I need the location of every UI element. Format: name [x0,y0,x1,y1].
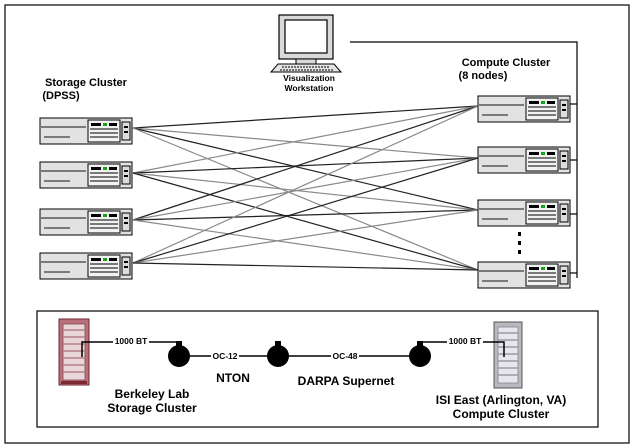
isi-east-label: ISI East (Arlington, VA) [436,393,566,407]
compute-server-icon-4 [477,261,571,289]
mesh-link [132,157,479,174]
mesh-link [132,219,479,271]
router-icon-nton [267,341,289,367]
compute-cluster-title: Compute Cluster [462,57,551,69]
darpa-supernet-label: DARPA Supernet [298,374,395,388]
dpss-server-tower-icon [58,318,90,386]
compute-bus [350,41,578,278]
mesh-link [132,209,479,221]
compute-cluster-subtitle: (8 nodes) [459,70,508,82]
mesh-link [132,105,479,174]
mesh-link [132,127,479,211]
link-label-left-1000bt: 1000 BT [115,336,148,346]
compute-server-icon-1 [477,95,571,123]
mesh-link [132,105,479,129]
compute-server-icon-3 [477,199,571,227]
mesh-link [132,209,479,264]
storage-cluster-title: Storage Cluster [45,77,128,89]
mesh-link [132,172,479,271]
router-icon-isi [409,341,431,367]
storage-server-icon-1 [39,117,133,145]
storage-server-icon-2 [39,161,133,189]
mesh-link [132,172,479,211]
isi-server-tower-icon [493,321,523,389]
cluster-mesh-links [132,105,479,271]
link-label-oc48: OC-48 [332,351,357,361]
berkeley-lab-label: Berkeley Lab [115,387,190,401]
isi-compute-cluster-label: Compute Cluster [453,407,550,421]
visualization-label: Visualization [283,73,335,83]
outer-frame [4,4,630,444]
wan-panel [36,310,599,428]
workstation-label: Workstation [285,83,334,93]
link-label-oc12: OC-12 [212,351,237,361]
mesh-link [132,105,479,264]
storage-server-icon-4 [39,252,133,280]
router-icon-berkeley [168,341,190,367]
mesh-link [132,127,479,271]
compute-server-icon-2 [477,146,571,174]
link-label-right-1000bt: 1000 BT [449,336,482,346]
storage-server-icon-3 [39,208,133,236]
mesh-link [132,105,479,221]
storage-cluster-subtitle: (DPSS) [42,90,80,102]
mesh-link [132,157,479,221]
computer-monitor-icon [269,14,343,73]
more-nodes-ellipsis-icon [518,232,521,254]
nton-label: NTON [216,371,250,385]
mesh-link [132,157,479,264]
berkeley-storage-cluster-label: Storage Cluster [107,401,197,415]
mesh-link [132,127,479,159]
mesh-link [132,262,479,271]
